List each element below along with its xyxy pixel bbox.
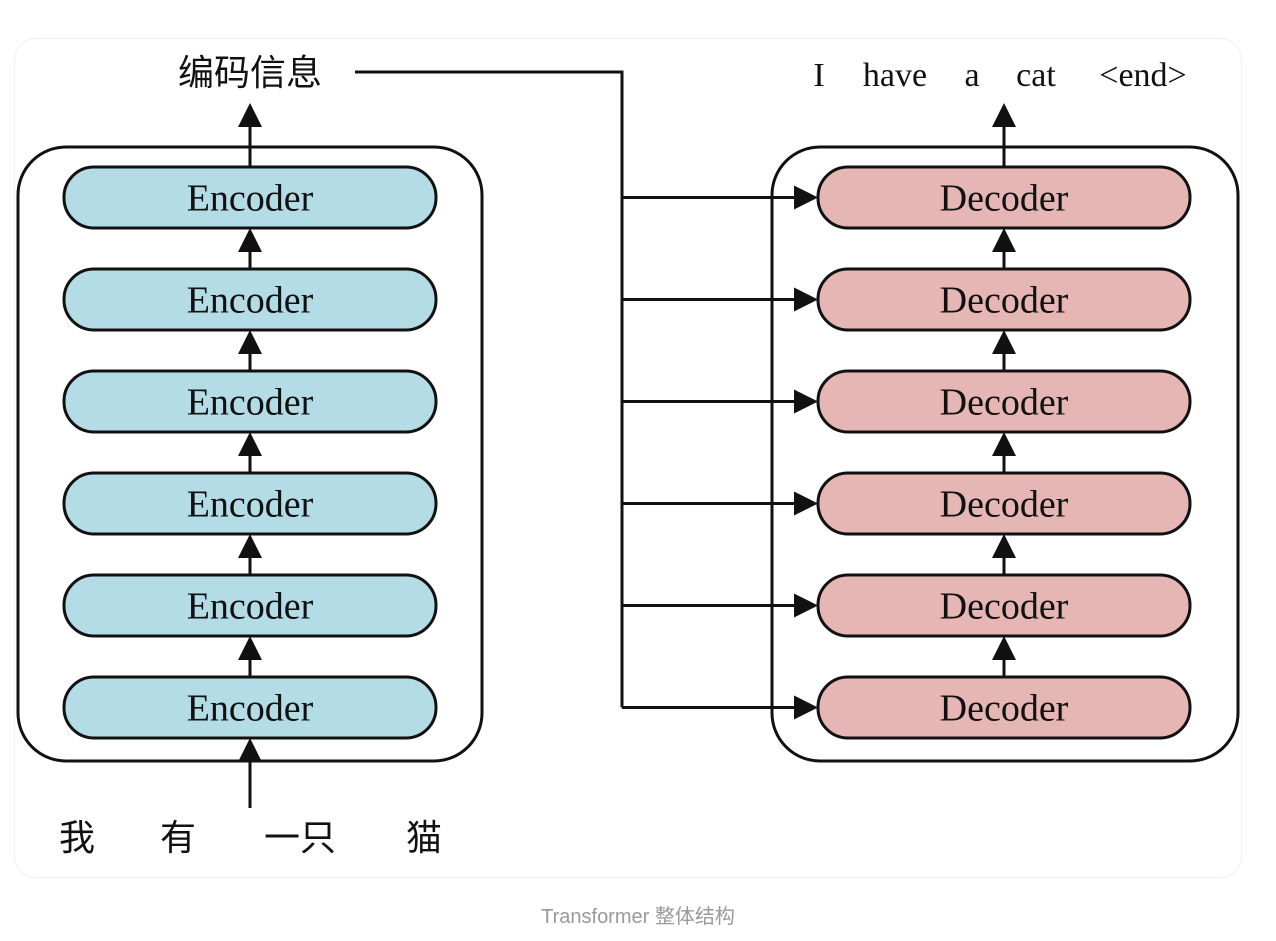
encoding-bus-line — [355, 70, 624, 708]
arrow-head-icon — [794, 491, 818, 516]
arrow-head-icon — [238, 228, 262, 252]
input-token: 猫 — [406, 818, 442, 859]
decoder-block-label: Decoder — [940, 178, 1069, 220]
decoder-block: Decoder — [816, 267, 1192, 332]
encoder-block-label: Encoder — [187, 688, 314, 730]
output-tokens: I have a cat <end> — [813, 57, 1186, 94]
arrow-head-icon — [238, 636, 262, 660]
decoder-block: Decoder — [816, 165, 1192, 230]
decoder-block: Decoder — [816, 675, 1192, 740]
encoder-block: Encoder — [62, 165, 438, 230]
encoder-output-arrow — [238, 103, 262, 167]
arrow-head-icon — [794, 185, 818, 210]
input-token: 我 — [59, 818, 95, 859]
cross-attention-arrow — [622, 593, 818, 618]
arrow-head-icon — [238, 738, 262, 762]
cross-attention-arrow — [622, 491, 818, 516]
encoder-block: Encoder — [62, 675, 438, 740]
decoder-block-label: Decoder — [940, 280, 1069, 322]
decoder-output-arrow — [992, 103, 1016, 167]
encoder-block-label: Encoder — [187, 280, 314, 322]
input-tokens: 我 有 一只 猫 — [59, 818, 442, 859]
input-token: 有 — [160, 818, 196, 859]
arrow-head-icon — [992, 432, 1016, 456]
encoder-flow-arrow — [238, 432, 262, 473]
encoder-flow-arrow — [238, 228, 262, 269]
input-token: 一只 — [264, 818, 336, 859]
decoder-flow-arrow — [992, 330, 1016, 371]
encoder-flow-arrow — [238, 534, 262, 575]
encoder-block-label: Encoder — [187, 586, 314, 628]
decoder-stack: DecoderDecoderDecoderDecoderDecoderDecod… — [816, 103, 1192, 740]
encoder-block-label: Encoder — [187, 484, 314, 526]
encoder-stack: EncoderEncoderEncoderEncoderEncoderEncod… — [62, 103, 438, 808]
arrow-head-icon — [794, 389, 818, 414]
decoder-flow-arrow — [992, 432, 1016, 473]
encoder-block: Encoder — [62, 573, 438, 638]
cross-attention-arrow — [622, 389, 818, 414]
input-arrow — [238, 738, 262, 808]
encoder-flow-arrow — [238, 636, 262, 677]
arrow-head-icon — [794, 695, 818, 720]
output-token: cat — [1016, 57, 1056, 94]
arrow-head-icon — [794, 593, 818, 618]
cross-attention-arrow — [622, 185, 818, 210]
decoder-block: Decoder — [816, 471, 1192, 536]
decoder-block-label: Decoder — [940, 484, 1069, 526]
arrow-head-icon — [238, 330, 262, 354]
arrow-head-icon — [992, 534, 1016, 558]
decoder-flow-arrow — [992, 228, 1016, 269]
output-token: a — [964, 57, 979, 94]
arrow-head-icon — [238, 103, 262, 127]
output-token: have — [863, 57, 927, 94]
encoder-output-label: 编码信息 — [178, 53, 322, 94]
decoder-flow-arrow — [992, 534, 1016, 575]
arrow-head-icon — [992, 330, 1016, 354]
encoder-flow-arrow — [238, 330, 262, 371]
arrow-head-icon — [992, 636, 1016, 660]
cross-attention-arrow — [622, 695, 818, 720]
decoder-block: Decoder — [816, 573, 1192, 638]
encoder-block: Encoder — [62, 267, 438, 332]
figure-caption: Transformer 整体结构 — [541, 906, 735, 928]
cross-connections — [355, 70, 818, 720]
decoder-block-label: Decoder — [940, 586, 1069, 628]
arrow-head-icon — [992, 103, 1016, 127]
decoder-block: Decoder — [816, 369, 1192, 434]
decoder-block-label: Decoder — [940, 382, 1069, 424]
output-token: <end> — [1099, 57, 1186, 94]
encoder-block: Encoder — [62, 471, 438, 536]
arrow-head-icon — [794, 287, 818, 312]
decoder-block-label: Decoder — [940, 688, 1069, 730]
encoder-block-label: Encoder — [187, 382, 314, 424]
cross-attention-arrow — [622, 287, 818, 312]
encoder-block: Encoder — [62, 369, 438, 434]
arrow-head-icon — [238, 432, 262, 456]
arrow-head-icon — [992, 228, 1016, 252]
output-token: I — [813, 57, 824, 94]
encoder-block-label: Encoder — [187, 178, 314, 220]
arrow-head-icon — [238, 534, 262, 558]
decoder-flow-arrow — [992, 636, 1016, 677]
